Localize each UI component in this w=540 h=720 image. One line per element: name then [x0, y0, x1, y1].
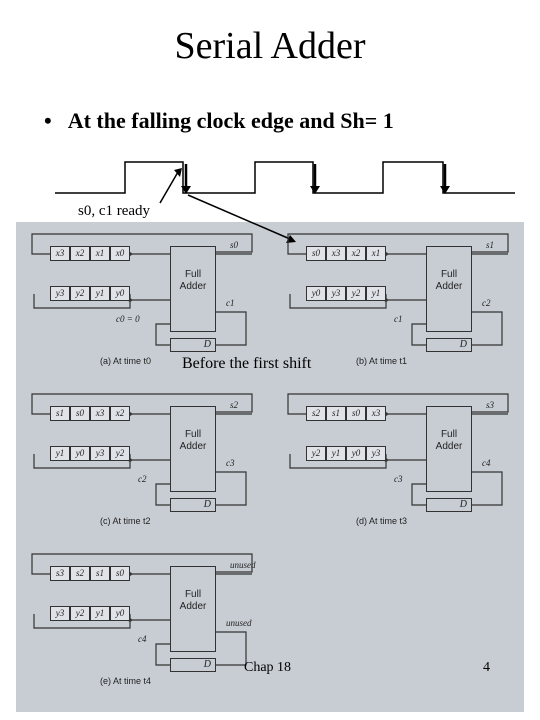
y-register-cell: y2	[70, 606, 90, 621]
y-register-cell: y0	[110, 606, 130, 621]
carry-output-label: c4	[482, 458, 491, 468]
chapter-label: Chap 18	[244, 660, 292, 675]
d-flip-flop: D	[426, 498, 472, 512]
x-register-cell: s1	[326, 406, 346, 421]
full-adder-label: Full	[440, 269, 458, 280]
x-register-cell: x3	[366, 406, 386, 421]
d-flip-flop: D	[170, 658, 216, 672]
y-register-cell: y2	[70, 286, 90, 301]
y-register-cell: y2	[306, 446, 326, 461]
page-number: 4	[483, 660, 490, 675]
y-register-cell: y0	[346, 446, 366, 461]
x-register-cell: s1	[50, 406, 70, 421]
x-register-cell: s0	[110, 566, 130, 581]
carry-input-label: c1	[394, 314, 403, 324]
panel-caption: (a) At time t0	[100, 356, 152, 366]
y-register-cell: y1	[90, 606, 110, 621]
sum-output-label: s3	[486, 400, 495, 410]
carry-input-label: c0 = 0	[116, 314, 140, 324]
clock-waveform	[55, 161, 515, 194]
x-register-cell: x2	[70, 246, 90, 261]
x-register-cell: s2	[306, 406, 326, 421]
x-register-cell: s2	[70, 566, 90, 581]
d-flip-flop: D	[170, 498, 216, 512]
falling-edge-arrows	[181, 164, 450, 194]
y-register-cell: y3	[50, 286, 70, 301]
x-register-cell: x0	[110, 246, 130, 261]
x-register-cell: s1	[90, 566, 110, 581]
x-register-cell: x2	[346, 246, 366, 261]
carry-output-label: c3	[226, 458, 235, 468]
y-register-cell: y1	[326, 446, 346, 461]
panel-caption: (d) At time t3	[356, 516, 408, 526]
carry-output-label: unused	[226, 618, 252, 628]
full-adder-label: Full	[184, 589, 202, 600]
carry-output-label: c1	[226, 298, 235, 308]
d-flip-flop: D	[170, 338, 216, 352]
y-register-cell: y3	[90, 446, 110, 461]
panel-wiring	[287, 233, 509, 346]
y-register-cell: y1	[366, 286, 386, 301]
d-flip-flop: D	[426, 338, 472, 352]
y-register-cell: y3	[50, 606, 70, 621]
y-register-cell: y2	[346, 286, 366, 301]
y-register-cell: y0	[70, 446, 90, 461]
bullet-text: At the falling clock edge and Sh= 1	[67, 108, 394, 133]
full-adder-label: Adder	[179, 601, 207, 612]
x-register-cell: s0	[70, 406, 90, 421]
y-register-cell: y3	[366, 446, 386, 461]
y-register-cell: y0	[306, 286, 326, 301]
x-register-cell: s0	[346, 406, 366, 421]
panel-caption: (b) At time t1	[356, 356, 408, 366]
full-adder-label: Full	[184, 429, 202, 440]
y-register-cell: y1	[50, 446, 70, 461]
carry-output-label: c2	[482, 298, 491, 308]
y-register-cell: y0	[110, 286, 130, 301]
x-register-cell: x3	[90, 406, 110, 421]
carry-input-label: c3	[394, 474, 403, 484]
x-register-cell: s0	[306, 246, 326, 261]
x-register-cell: x2	[110, 406, 130, 421]
sum-output-label: s2	[230, 400, 239, 410]
full-adder-label: Adder	[435, 441, 463, 452]
sum-output-label: s1	[486, 240, 495, 250]
x-register-cell: x1	[366, 246, 386, 261]
panel-wiring	[287, 393, 509, 506]
full-adder-label: Full	[184, 269, 202, 280]
y-register-cell: y2	[110, 446, 130, 461]
panel-caption: (c) At time t2	[100, 516, 151, 526]
bullet-point: • At the falling clock edge and Sh= 1	[44, 108, 394, 134]
full-adder-label: Adder	[179, 281, 207, 292]
full-adder-label: Adder	[179, 441, 207, 452]
slide-title: Serial Adder	[174, 25, 366, 67]
sum-output-label: s0	[230, 240, 239, 250]
x-register-cell: s3	[50, 566, 70, 581]
y-register-cell: y1	[90, 286, 110, 301]
carry-input-label: c2	[138, 474, 147, 484]
y-register-cell: y3	[326, 286, 346, 301]
bullet-marker: •	[44, 108, 52, 133]
full-adder-label: Full	[440, 429, 458, 440]
before-first-shift-label: Before the first shift	[180, 355, 314, 373]
x-register-cell: x3	[50, 246, 70, 261]
carry-input-label: c4	[138, 634, 147, 644]
x-register-cell: x3	[326, 246, 346, 261]
ready-label: s0, c1 ready	[78, 203, 151, 219]
panel-caption: (e) At time t4	[100, 676, 152, 686]
full-adder-label: Adder	[435, 281, 463, 292]
x-register-cell: x1	[90, 246, 110, 261]
sum-output-label: unused	[230, 560, 256, 570]
